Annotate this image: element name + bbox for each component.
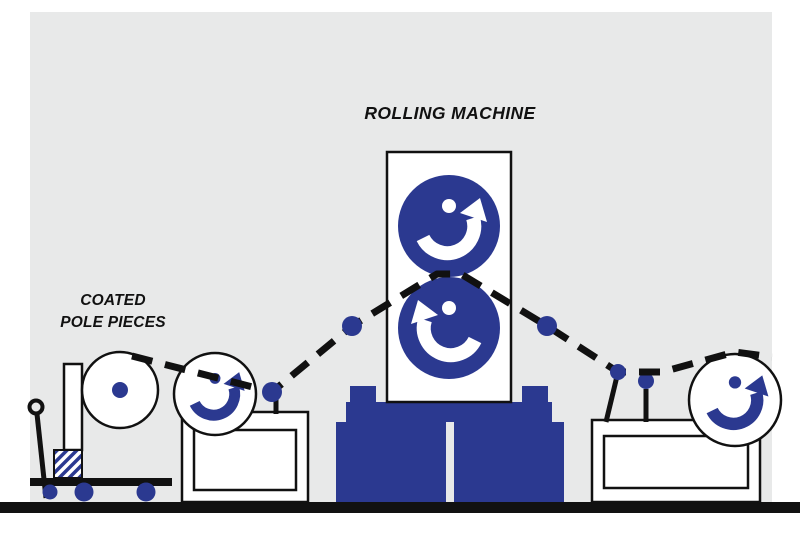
truck-mast bbox=[62, 362, 84, 452]
truck-steer-wheel bbox=[42, 484, 58, 500]
pedestal-nub-left bbox=[350, 386, 376, 402]
coated-roll-hub bbox=[112, 382, 128, 398]
pedestal-slab bbox=[346, 402, 552, 422]
label-coated-pole-pieces-line2: POLE PIECES bbox=[60, 314, 166, 331]
unwinder-disc bbox=[172, 351, 258, 437]
truck-wheel-left bbox=[74, 482, 94, 502]
rewinder-machine bbox=[590, 352, 783, 504]
guide-roller bbox=[638, 373, 654, 389]
truck-hydraulic-unit bbox=[53, 449, 83, 479]
bottom-roller bbox=[398, 277, 500, 379]
dancer-arm bbox=[603, 371, 621, 423]
web-dashed-line bbox=[131, 270, 773, 396]
rewind-roll bbox=[687, 352, 783, 448]
pedestal-block-right bbox=[454, 422, 564, 502]
pedestal-block-left bbox=[336, 422, 446, 502]
pallet-truck bbox=[27, 350, 172, 502]
rewinder-body-inner bbox=[602, 434, 750, 490]
guide-roller bbox=[610, 364, 626, 380]
diagram-title: ROLLING MACHINE bbox=[364, 103, 536, 123]
ground-line bbox=[0, 502, 800, 513]
pedestal-nub-right bbox=[522, 386, 548, 402]
guide-roller bbox=[342, 316, 362, 336]
guide-roller bbox=[537, 316, 557, 336]
truck-platform bbox=[30, 478, 172, 486]
unwinder-machine bbox=[172, 351, 310, 504]
label-coated-pole-pieces-line1: COATED bbox=[80, 292, 146, 309]
unwinder-body-inner bbox=[192, 428, 298, 492]
truck-wheel-right bbox=[136, 482, 156, 502]
top-roller bbox=[398, 175, 500, 277]
truck-handle-grip bbox=[27, 398, 45, 416]
guide-roller bbox=[262, 382, 282, 402]
